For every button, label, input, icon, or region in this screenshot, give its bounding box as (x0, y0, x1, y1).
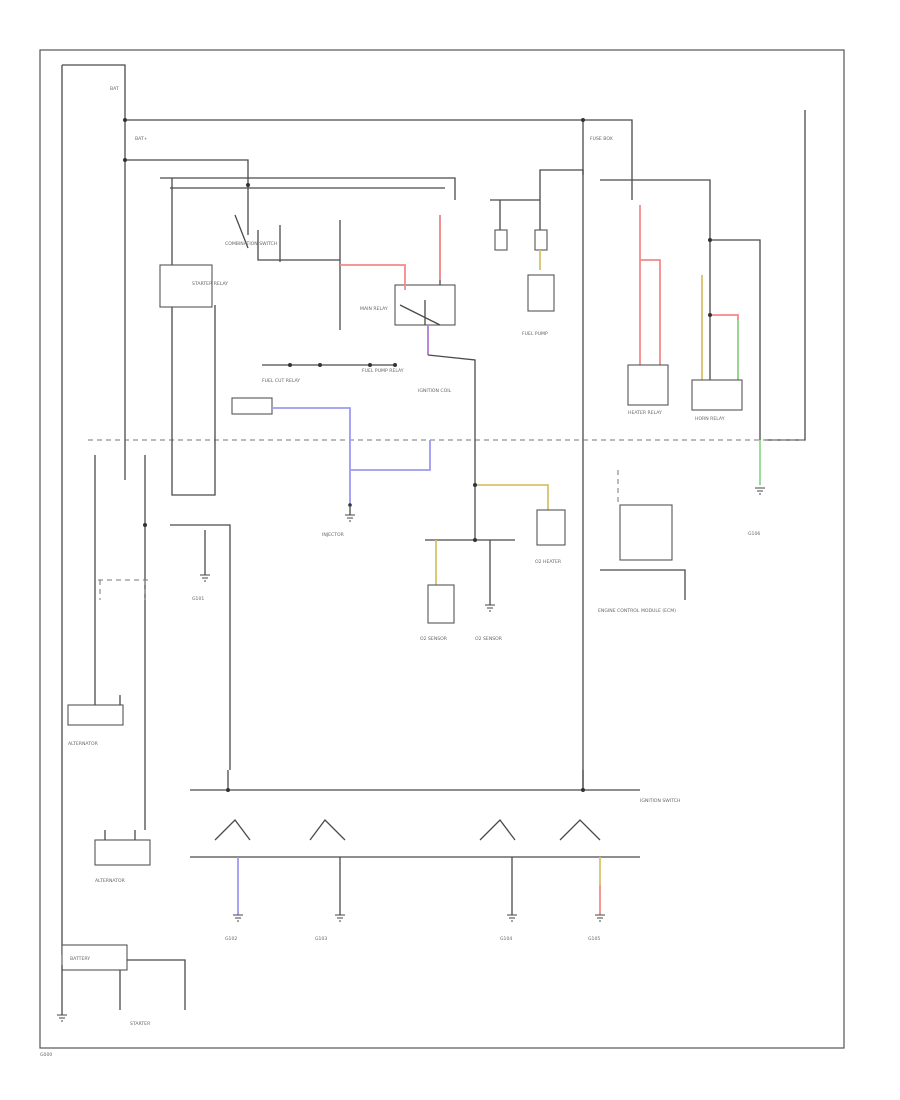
label-o2-heater: O2 HEATER (535, 559, 562, 565)
label-fuel-pump: FUEL PUMP (522, 331, 548, 337)
heater-relay-box (627, 364, 669, 406)
label-starter: STARTER (130, 1021, 151, 1027)
label-ecm: ENGINE CONTROL MODULE (ECM) (598, 608, 676, 614)
ground-symbols (57, 487, 765, 1022)
label-ignition-switch: IGNITION SWITCH (640, 798, 680, 804)
label-ground-3: G103 (315, 936, 327, 942)
alternator-2-leads (104, 830, 136, 840)
alternator-1-box (67, 704, 124, 726)
label-ground-5: G105 (588, 936, 600, 942)
diagram-frame (39, 49, 845, 1049)
label-starter-relay: STARTER RELAY (192, 281, 228, 287)
fuse-a (494, 229, 508, 251)
switch-contacts (214, 819, 601, 841)
main-to-injector (427, 354, 476, 455)
ecm-wire (600, 569, 686, 600)
label-ground-4: G104 (500, 936, 512, 942)
horn-relay-wire (710, 239, 761, 440)
fuse-feed (499, 200, 541, 230)
pink-wire-heater-2 (640, 259, 661, 365)
label-power-left: BAT (110, 86, 119, 92)
label-combination-switch: COMBINATION SWITCH (225, 241, 277, 247)
label-ground-1: G101 (192, 596, 204, 602)
connector-block (231, 397, 273, 415)
label-ground-2: G102 (225, 936, 237, 942)
alternator-2-box (94, 839, 151, 866)
component-labels: BAT BAT+ FUSE BOX STARTER RELAY COMBINAT… (40, 86, 760, 1058)
label-fuel-pump-relay: FUEL PUMP RELAY (362, 368, 404, 374)
label-ignition-coil: IGNITION COIL (418, 388, 452, 394)
label-wire-bat: BAT+ (135, 136, 148, 142)
battery-box (61, 944, 128, 971)
o2-heater-box (536, 509, 566, 546)
label-main-relay: MAIN RELAY (360, 306, 388, 312)
relay-contact (234, 214, 340, 261)
label-fuel-cut-relay: FUEL CUT RELAY (262, 378, 300, 384)
pink-wire-main-relay (340, 264, 406, 290)
label-alternator-2: ALTERNATOR (95, 878, 126, 884)
alternator-dashed (98, 579, 150, 600)
fuel-pump-relay-box (527, 274, 555, 312)
left-wire-3 (170, 524, 231, 770)
label-horn-relay: HORN RELAY (695, 416, 725, 422)
horn-relay-box (691, 379, 743, 411)
junction-dots (123, 118, 712, 792)
yellow-wire-o2-heater (475, 484, 549, 510)
label-fuse-main: FUSE BOX (590, 136, 613, 142)
blue-wire-connector (272, 407, 351, 505)
blue-wire-return (350, 440, 431, 471)
label-o2-sensor-2: O2 SENSOR (475, 636, 503, 642)
power-bus-wires (61, 64, 806, 955)
label-ground-6: G106 (748, 531, 760, 537)
label-o2-sensor-1: O2 SENSOR (420, 636, 448, 642)
fuse-b (534, 229, 548, 251)
ignition-switch-feeds (227, 770, 584, 790)
ecm-box (619, 504, 673, 561)
o2-sensor-1-box (427, 584, 455, 624)
pink-wire-horn (710, 314, 739, 380)
label-footer: G000 (40, 1052, 52, 1058)
starter-relay-box (159, 264, 213, 308)
starter-wire (127, 959, 186, 1010)
label-alternator-1: ALTERNATOR (68, 741, 99, 747)
starter-relay-wire (171, 305, 216, 496)
label-injector: INJECTOR (322, 532, 345, 538)
main-relay-contact (399, 300, 441, 326)
label-battery: BATTERY (70, 956, 90, 962)
alternator-1-leads (94, 690, 121, 705)
label-heater-relay: HEATER RELAY (628, 410, 662, 416)
